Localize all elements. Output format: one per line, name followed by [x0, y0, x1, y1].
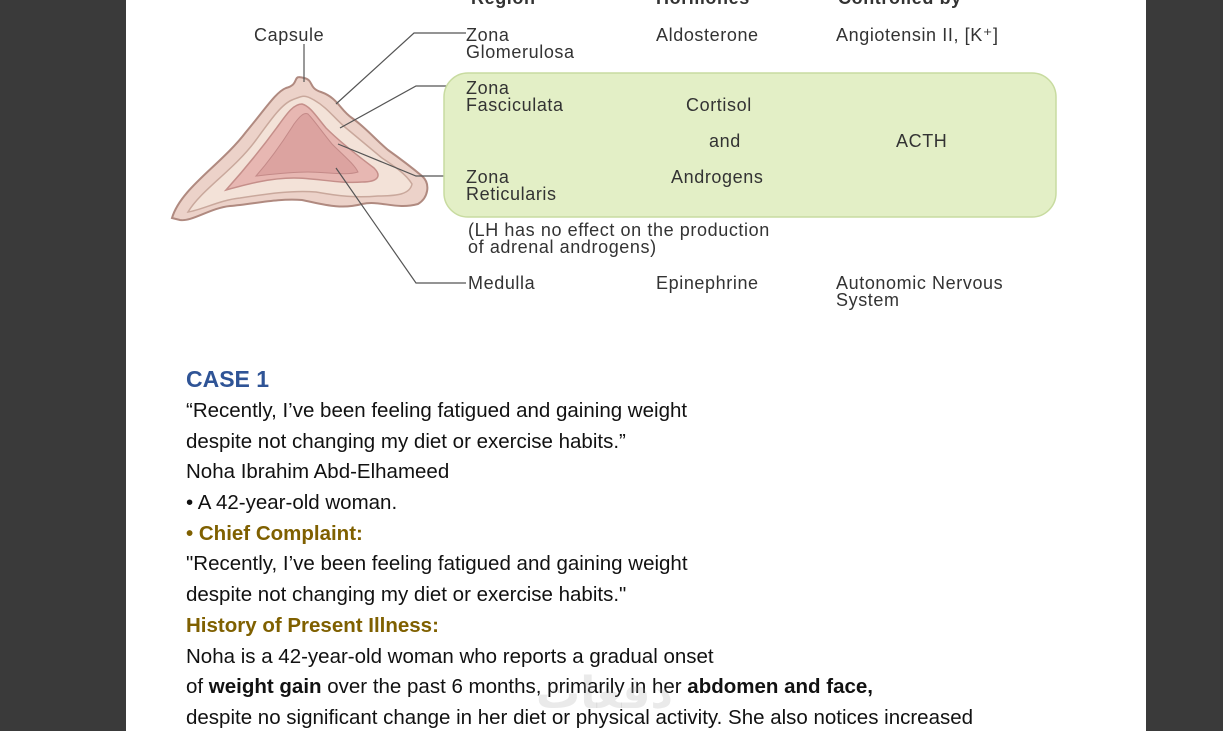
- header-controlled-by: Controlled by: [838, 0, 962, 8]
- complaint-line-2: despite not changing my diet or exercise…: [186, 583, 627, 607]
- watermark: دفعات: [536, 668, 673, 719]
- case-title: CASE 1: [186, 366, 270, 392]
- case-text: CASE 1 “Recently, I’ve been feeling fati…: [186, 362, 1086, 731]
- capsule-label: Capsule: [254, 25, 324, 45]
- aldosterone-label: Aldosterone: [656, 25, 759, 45]
- zona-fasciculata-label-1: Zona: [466, 78, 510, 98]
- hpi-line-2: of weight gain over the past 6 months, p…: [186, 672, 1086, 703]
- zona-reticularis-label-2: Reticularis: [466, 184, 557, 204]
- acth-label: ACTH: [896, 131, 947, 151]
- acth-controlled-region-box: [443, 72, 1057, 218]
- adrenal-gland-diagram: Region Hormones Controlled by Capsule Zo…: [170, 0, 1057, 310]
- zona-reticularis-label-1: Zona: [466, 167, 510, 187]
- header-region: Region: [471, 0, 536, 8]
- adrenal-gland-illustration: [170, 76, 429, 222]
- hpi-line-1: Noha is a 42-year-old woman who reports …: [186, 644, 714, 668]
- medulla-label: Medulla: [468, 273, 536, 293]
- zona-glomerulosa-label-1: Zona: [466, 25, 510, 45]
- cortisol-label: Cortisol: [686, 95, 752, 115]
- abdomen-face-emphasis: abdomen and face,: [687, 675, 873, 699]
- hpi-line-3: despite no significant change in her die…: [186, 705, 974, 729]
- header-hormones: Hormones: [656, 0, 750, 8]
- hpi-line-2-mid: over the past 6 months, primarily in her: [321, 675, 688, 699]
- autonomic-label-1: Autonomic Nervous: [836, 273, 1003, 293]
- complaint-line-1: "Recently, I’ve been feeling fatigued an…: [186, 552, 688, 576]
- angiotensin-label: Angiotensin II, [K⁺]: [836, 25, 999, 45]
- chief-complaint-heading: • Chief Complaint:: [186, 521, 363, 545]
- lh-note-line-2: of adrenal androgens): [468, 237, 657, 257]
- autonomic-label-2: System: [836, 290, 900, 310]
- hpi-line-2-pre: of: [186, 675, 209, 699]
- epinephrine-label: Epinephrine: [656, 273, 759, 293]
- patient-name: Noha Ibrahim Abd-Elhameed: [186, 460, 450, 484]
- androgens-label: Androgens: [671, 167, 763, 187]
- quote-line-1: “Recently, I’ve been feeling fatigued an…: [186, 399, 688, 422]
- zona-fasciculata-label-2: Fasciculata: [466, 95, 564, 115]
- and-label: and: [709, 131, 741, 151]
- lh-note-line-1: (LH has no effect on the production: [468, 220, 770, 240]
- age-bullet: • A 42-year-old woman.: [186, 491, 398, 515]
- zona-glomerulosa-label-2: Glomerulosa: [466, 42, 575, 62]
- document-page: Region Hormones Controlled by Capsule Zo…: [126, 0, 1146, 731]
- weight-gain-emphasis: weight gain: [208, 675, 322, 699]
- hpi-heading: History of Present Illness:: [186, 613, 439, 637]
- quote-line-2: despite not changing my diet or exercise…: [186, 429, 626, 453]
